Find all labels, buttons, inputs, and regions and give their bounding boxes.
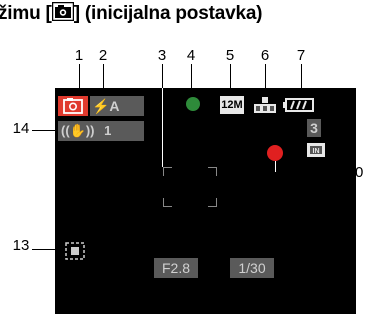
- flash-indicator: ⚡A: [90, 96, 144, 116]
- callout-5: 5: [225, 47, 235, 64]
- leader-10-drop: [275, 161, 276, 172]
- callout-14: 14: [12, 120, 30, 137]
- leader-4: [191, 64, 192, 97]
- internal-memory-icon: IN: [306, 141, 326, 159]
- camera-icon: [63, 98, 83, 114]
- callout-3: 3: [157, 47, 167, 64]
- recording-dot: [267, 145, 283, 161]
- leader-5: [230, 64, 231, 96]
- callout-7: 7: [296, 47, 306, 64]
- callout-6: 6: [260, 47, 270, 64]
- focus-indicator-dot: [186, 97, 200, 111]
- leader-7: [301, 64, 302, 97]
- leader-2: [103, 64, 104, 96]
- leader-12: [176, 278, 177, 301]
- quality-icon: [252, 96, 278, 114]
- remaining-shots: 3: [307, 119, 321, 137]
- battery-icon: [283, 97, 315, 113]
- callout-1: 1: [74, 47, 84, 64]
- shutter-speed-value: 1/30: [230, 258, 274, 278]
- aperture-value: F2.8: [154, 258, 198, 278]
- leader-8: [321, 126, 342, 127]
- leader-9: [326, 149, 343, 150]
- leader-3-top: [162, 64, 163, 88]
- leader-13: [32, 249, 65, 250]
- heading-prefix: žimu [: [0, 3, 52, 24]
- leader-10: [275, 172, 344, 173]
- stabilizer-mode: 1: [104, 123, 112, 138]
- svg-text:IN: IN: [313, 148, 320, 155]
- stabilizer-indicator: ((✋)) 1: [58, 121, 144, 141]
- camera-mode-icon: [51, 1, 74, 27]
- leader-1: [79, 64, 80, 96]
- picture-size-indicator: 12M: [220, 96, 244, 114]
- leader-11: [252, 278, 253, 301]
- callout-13: 13: [12, 237, 30, 254]
- metering-mode-icon: [65, 242, 85, 260]
- leader-6: [265, 64, 266, 96]
- leader-14: [32, 130, 58, 131]
- recording-mode-indicator: [58, 96, 88, 116]
- stabilizer-hand-icon: ((✋)): [61, 123, 95, 138]
- callout-4: 4: [186, 47, 196, 64]
- heading-suffix: ] (inicijalna postavka): [73, 3, 263, 24]
- page-heading: žimu [ ] (inicijalna postavka): [0, 1, 263, 27]
- af-area-frame: [163, 167, 217, 207]
- leader-3: [162, 64, 163, 167]
- callout-2: 2: [98, 47, 108, 64]
